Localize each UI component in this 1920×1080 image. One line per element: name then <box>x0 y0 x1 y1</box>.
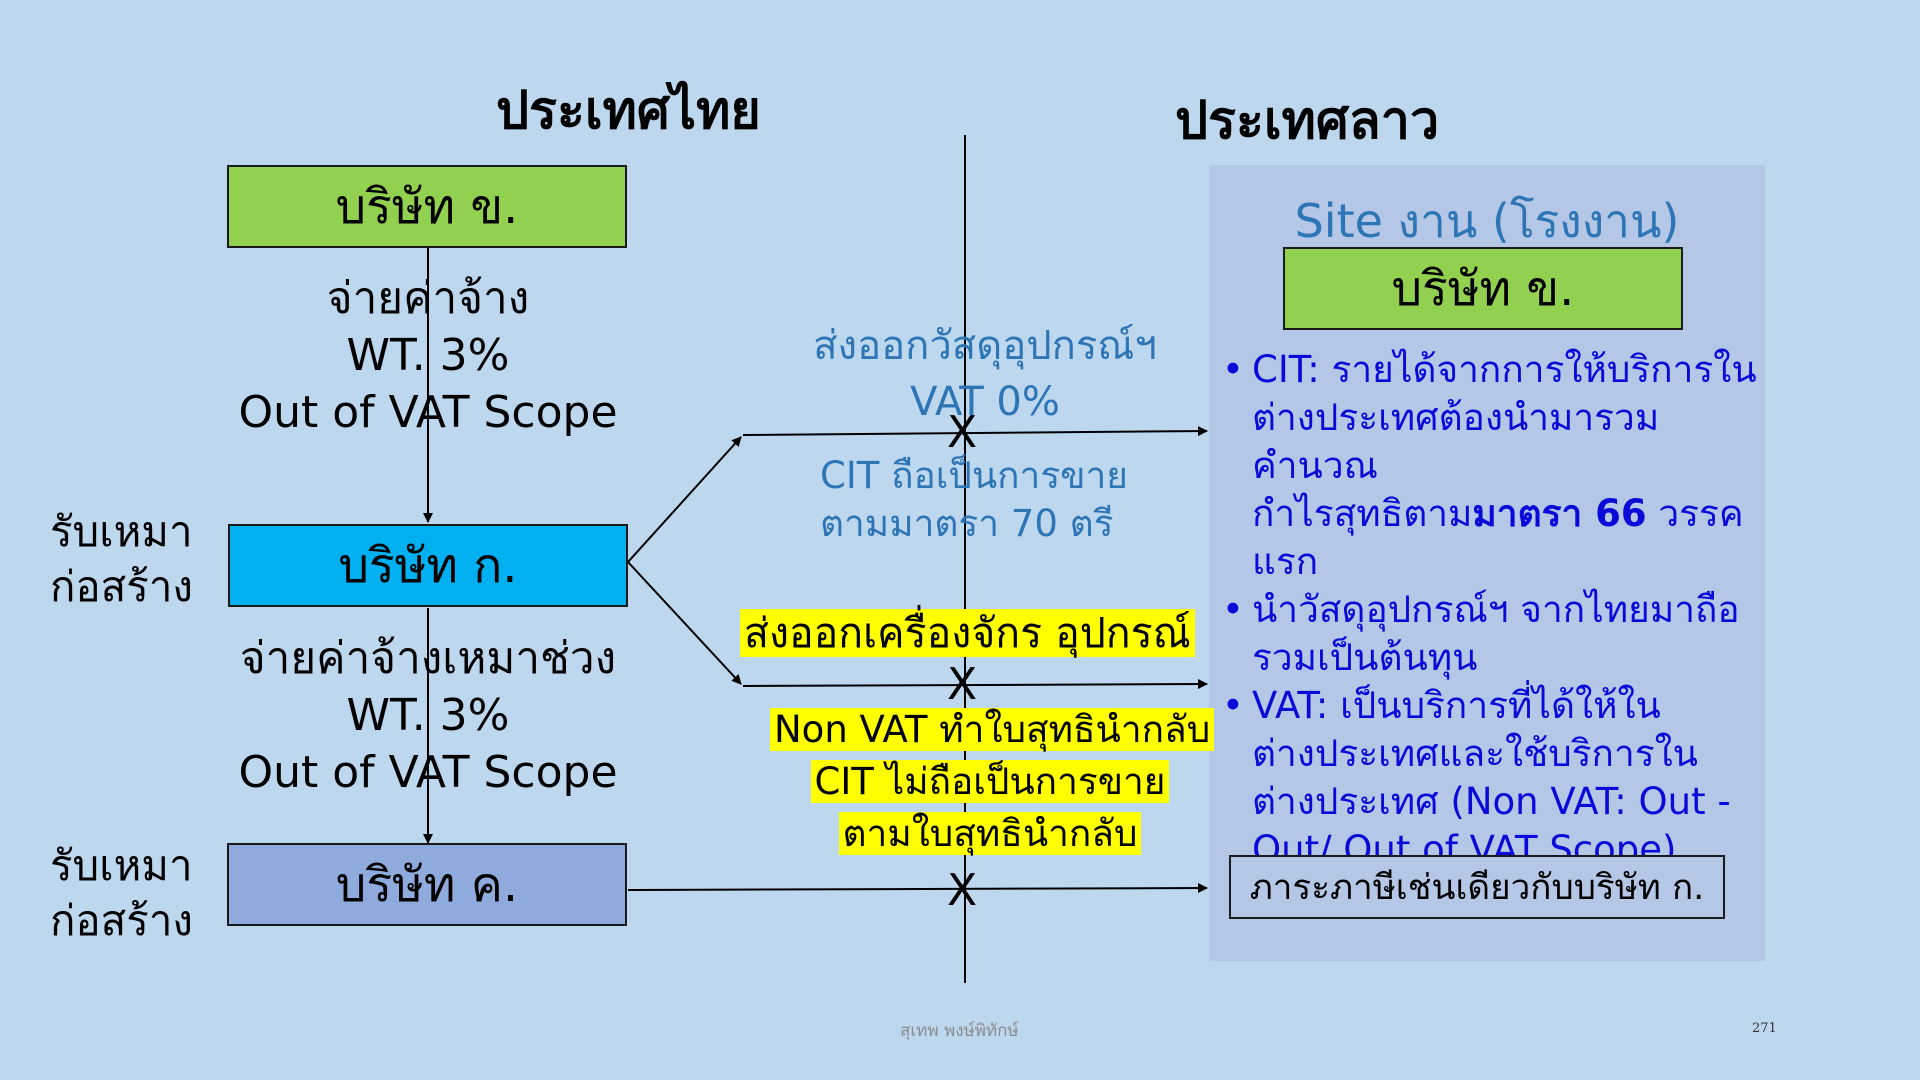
payment-terms-1-line2: WT. 3% <box>346 330 510 381</box>
payment-terms-1-line1: จ่ายค่าจ้าง <box>326 273 530 324</box>
arrow-c-to-laos <box>627 883 1208 894</box>
contractor-label-1-line1: รับเหมา <box>50 507 193 556</box>
company-b-box-laos: บริษัท ข. <box>1283 247 1683 330</box>
payment-terms-2-line1: จ่ายค่าจ้างเหมาช่วง <box>239 633 617 684</box>
cross-mark-machinery: X <box>947 659 978 710</box>
bullet-cit-line3-post: วรรค <box>1646 492 1744 535</box>
bullet-cit-line3-pre: กำไรสุทธิตาม <box>1252 492 1473 535</box>
tax-burden-box: ภาระภาษีเช่นเดียวกับบริษัท ก. <box>1229 855 1725 919</box>
bullet-cit-line3: กำไรสุทธิตามมาตรา 66 วรรค <box>1252 490 1762 538</box>
heading-thailand: ประเทศไทย <box>496 80 761 141</box>
payment-terms-1: จ่ายค่าจ้าง WT. 3% Out of VAT Scope <box>228 270 628 441</box>
cross-mark-materials: X <box>947 407 978 458</box>
payment-terms-2: จ่ายค่าจ้างเหมาช่วง WT. 3% Out of VAT Sc… <box>228 630 628 801</box>
contractor-label-1: รับเหมา ก่อสร้าง <box>50 504 193 614</box>
bullet-vat: VAT: เป็นบริการที่ได้ให้ใน ต่างประเทศและ… <box>1222 682 1762 874</box>
bullet-cit-section-66: มาตรา 66 <box>1472 492 1647 535</box>
export-machinery-text: ส่งออกเครื่องจักร อุปกรณ์ <box>740 606 1195 660</box>
arrow-machinery-to-laos <box>742 679 1208 690</box>
heading-laos: ประเทศลาว <box>1175 90 1440 151</box>
company-b-box-thailand: บริษัท ข. <box>227 165 627 248</box>
export-materials-text: ส่งออกวัสดุอุปกรณ์ฯ VAT 0% <box>780 318 1190 430</box>
footer-author: สุเทพ พงษ์พิทักษ์ <box>900 1021 1019 1041</box>
payment-terms-1-line3: Out of VAT Scope <box>238 387 618 438</box>
non-vat-line2: CIT ไม่ถือเป็นการขาย <box>810 760 1170 803</box>
cross-mark-company-c: X <box>947 865 978 916</box>
bullet-materials-line1: นำวัสดุอุปกรณ์ฯ จากไทยมาถือ <box>1252 588 1740 631</box>
arrow-a-upper-branch <box>627 436 742 563</box>
bullet-vat-line2: ต่างประเทศและใช้บริการใน <box>1252 732 1698 775</box>
arrow-materials-to-laos <box>742 426 1208 437</box>
payment-terms-2-line3: Out of VAT Scope <box>238 747 618 798</box>
export-materials-line2: VAT 0% <box>910 379 1060 425</box>
contractor-label-2: รับเหมา ก่อสร้าง <box>50 838 193 948</box>
arrow-a-lower-branch <box>627 561 742 685</box>
cit-sale-text: CIT ถือเป็นการขาย ตามมาตรา 70 ตรี <box>820 452 1150 548</box>
bullet-cit-line2: ต่างประเทศต้องนำมารวมคำนวณ <box>1252 396 1660 487</box>
cit-sale-line2: ตามมาตรา 70 ตรี <box>820 502 1114 545</box>
contractor-label-1-line2: ก่อสร้าง <box>50 562 193 611</box>
non-vat-text: Non VAT ทำใบสุทธินำกลับ CIT ไม่ถือเป็นกา… <box>770 704 1215 860</box>
non-vat-line3: ตามใบสุทธินำกลับ <box>838 812 1142 855</box>
footer-page-number: 271 <box>1752 1021 1777 1036</box>
site-title: Site งาน (โรงงาน) <box>1294 194 1680 248</box>
company-a-box: บริษัท ก. <box>228 524 628 607</box>
export-materials-line1: ส่งออกวัสดุอุปกรณ์ฯ <box>813 323 1157 369</box>
non-vat-line1: Non VAT ทำใบสุทธินำกลับ <box>770 708 1215 751</box>
bullet-cit-line4: แรก <box>1252 540 1319 583</box>
cit-sale-line1: CIT ถือเป็นการขาย <box>820 454 1128 497</box>
company-c-box: บริษัท ค. <box>227 843 627 926</box>
bullet-materials-line2: รวมเป็นต้นทุน <box>1252 636 1478 679</box>
bullet-vat-line3: ต่างประเทศ (Non VAT: Out - <box>1252 780 1731 823</box>
contractor-label-2-line2: ก่อสร้าง <box>50 896 193 945</box>
contractor-label-2-line1: รับเหมา <box>50 841 193 890</box>
laos-tax-bullets: CIT: รายได้จากการให้บริการใน ต่างประเทศต… <box>1222 346 1762 874</box>
payment-terms-2-line2: WT. 3% <box>346 690 510 741</box>
bullet-cit-line1: CIT: รายได้จากการให้บริการใน <box>1252 348 1757 391</box>
export-machinery-highlight: ส่งออกเครื่องจักร อุปกรณ์ <box>740 609 1195 657</box>
bullet-vat-line1: VAT: เป็นบริการที่ได้ให้ใน <box>1252 684 1661 727</box>
bullet-materials-cost: นำวัสดุอุปกรณ์ฯ จากไทยมาถือ รวมเป็นต้นทุ… <box>1222 586 1762 682</box>
bullet-cit: CIT: รายได้จากการให้บริการใน ต่างประเทศต… <box>1222 346 1762 586</box>
